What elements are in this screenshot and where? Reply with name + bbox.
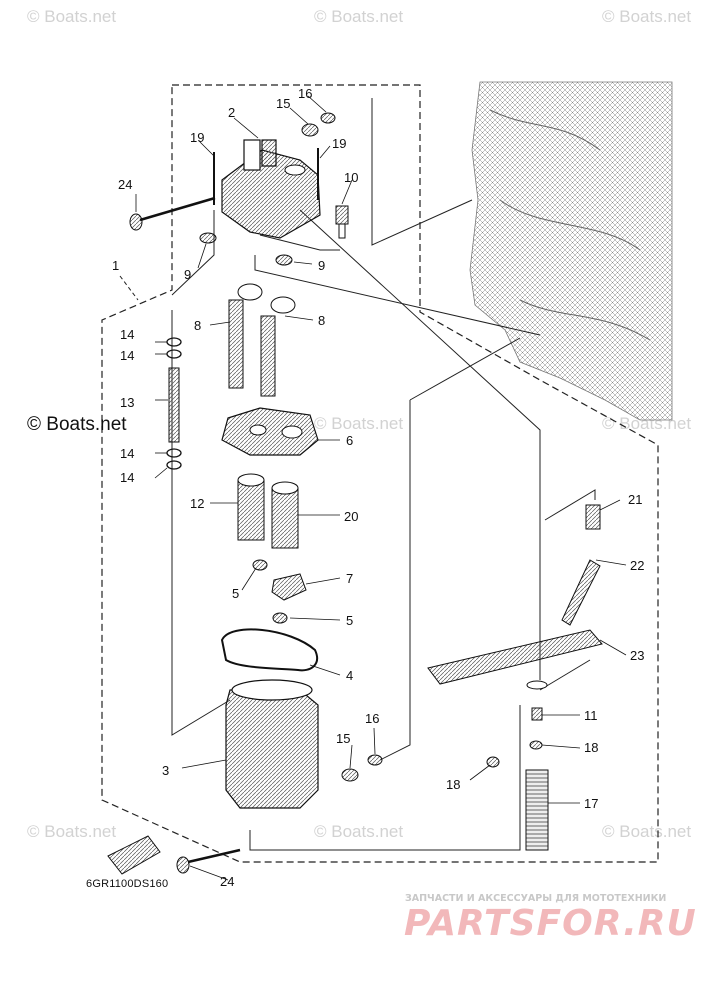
bolt-with-washer bbox=[129, 196, 216, 231]
copyright-label: © Boats.net bbox=[27, 414, 127, 435]
fuel-pump bbox=[237, 473, 265, 541]
grommet bbox=[275, 254, 293, 266]
callout-14: 14 bbox=[120, 446, 134, 461]
o-ring bbox=[166, 337, 182, 347]
callout-18: 18 bbox=[584, 740, 598, 755]
engine-block bbox=[469, 81, 673, 421]
callout-24: 24 bbox=[220, 874, 234, 889]
assembly-boundary bbox=[101, 84, 659, 863]
callout-5: 5 bbox=[232, 586, 239, 601]
callout-7: 7 bbox=[346, 571, 353, 586]
gasket bbox=[220, 628, 318, 672]
callout-16: 16 bbox=[365, 711, 379, 726]
callout-5: 5 bbox=[346, 613, 353, 628]
watermark: © Boats.net bbox=[314, 414, 404, 433]
callout-23: 23 bbox=[630, 648, 644, 663]
watermark: © Boats.net bbox=[314, 7, 404, 26]
watermark: © Boats.net bbox=[27, 7, 117, 26]
screw bbox=[367, 754, 383, 766]
callout-8: 8 bbox=[194, 318, 201, 333]
watermark: © Boats.net bbox=[314, 822, 404, 841]
fitting bbox=[341, 768, 359, 782]
callout-16: 16 bbox=[298, 86, 312, 101]
heat-insulator bbox=[427, 629, 603, 685]
callout-19: 19 bbox=[190, 130, 204, 145]
callout-2: 2 bbox=[228, 105, 235, 120]
fitting-screw-top bbox=[301, 112, 336, 137]
brand-logo: PARTSFOR.RU bbox=[404, 903, 697, 944]
callout-24: 24 bbox=[118, 177, 132, 192]
callout-14: 14 bbox=[120, 348, 134, 363]
callout-labels: 1 2 3 4 5 5 6 7 8 8 9 9 10 11 12 13 14 1… bbox=[112, 86, 644, 889]
brand-tagline: ЗАПЧАСТИ И АКСЕССУАРЫ ДЛЯ МОТОТЕХНИКИ bbox=[405, 893, 667, 904]
watermark: © Boats.net bbox=[602, 822, 692, 841]
callout-3: 3 bbox=[162, 763, 169, 778]
clamp bbox=[529, 740, 543, 750]
callout-17: 17 bbox=[584, 796, 598, 811]
callout-15: 15 bbox=[276, 96, 290, 111]
callout-14: 14 bbox=[120, 470, 134, 485]
diagram-code: 6GR1100DS160 bbox=[86, 878, 169, 890]
plug-fitting bbox=[335, 205, 349, 239]
callout-9: 9 bbox=[318, 258, 325, 273]
sensor bbox=[585, 504, 601, 530]
callout-21: 21 bbox=[628, 492, 642, 507]
callout-9: 9 bbox=[184, 267, 191, 282]
leader-line bbox=[119, 275, 139, 301]
grommet bbox=[272, 612, 288, 624]
callout-14: 14 bbox=[120, 327, 134, 342]
callout-19: 19 bbox=[332, 136, 346, 151]
callout-18: 18 bbox=[446, 777, 460, 792]
callout-10: 10 bbox=[344, 170, 358, 185]
callout-15: 15 bbox=[336, 731, 350, 746]
fuel-hose bbox=[260, 296, 296, 397]
o-ring bbox=[166, 460, 182, 470]
upper-cover bbox=[221, 139, 321, 239]
strap bbox=[561, 559, 601, 626]
grommet bbox=[199, 232, 217, 244]
o-ring bbox=[166, 349, 182, 359]
assembly-lines bbox=[171, 98, 596, 851]
callout-6: 6 bbox=[346, 433, 353, 448]
callout-20: 20 bbox=[344, 509, 358, 524]
fuel-hose-corrugated bbox=[525, 769, 549, 851]
connector bbox=[531, 707, 543, 721]
watermark: © Boats.net bbox=[27, 822, 117, 841]
callout-13: 13 bbox=[120, 395, 134, 410]
callout-4: 4 bbox=[346, 668, 353, 683]
callout-12: 12 bbox=[190, 496, 204, 511]
hose-end bbox=[526, 680, 548, 690]
callout-11: 11 bbox=[584, 708, 598, 723]
callout-leaders bbox=[135, 95, 627, 881]
callout-1: 1 bbox=[112, 258, 119, 273]
bolt-with-washer bbox=[176, 848, 241, 874]
fuel-hose bbox=[228, 283, 263, 389]
callout-22: 22 bbox=[630, 558, 644, 573]
o-ring bbox=[166, 448, 182, 458]
clamp bbox=[486, 756, 500, 768]
fuel-pump bbox=[271, 481, 299, 549]
front-arrow-icon bbox=[107, 835, 161, 875]
pump-bracket bbox=[271, 573, 307, 601]
grommet bbox=[252, 559, 268, 571]
fuel-pipe bbox=[168, 367, 180, 443]
callout-8: 8 bbox=[318, 313, 325, 328]
watermark: © Boats.net bbox=[602, 7, 692, 26]
pump-plate bbox=[221, 407, 319, 456]
fuel-housing bbox=[225, 679, 319, 809]
